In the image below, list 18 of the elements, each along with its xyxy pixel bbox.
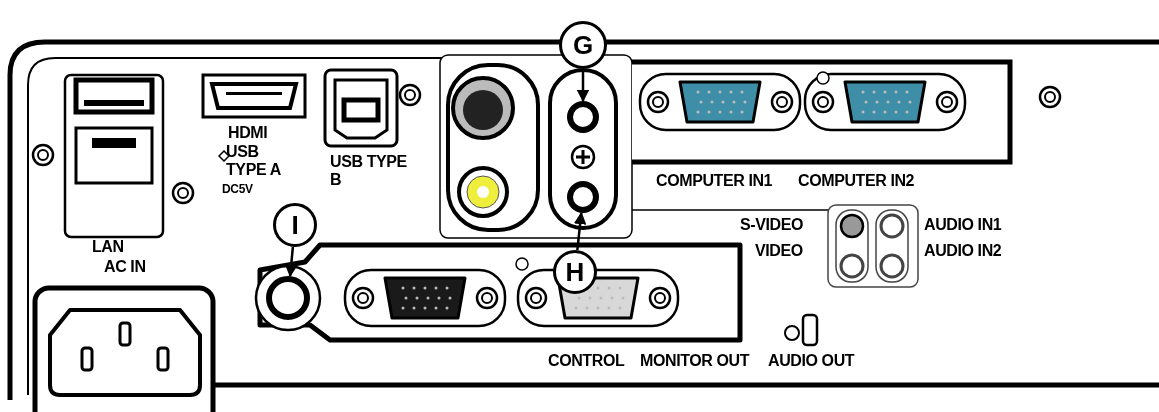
port-label: AC IN: [104, 258, 146, 276]
port-label: AUDIO IN2: [924, 242, 1002, 260]
port-label: AUDIO IN1: [924, 216, 1002, 234]
port-label: COMPUTER IN2: [798, 172, 915, 190]
port-label: USB TYPE B: [330, 153, 408, 189]
callout-pointer: [576, 69, 590, 103]
port-label: S-VIDEO: [740, 216, 803, 234]
port-label: CONTROL: [548, 352, 625, 370]
port-label: AUDIO OUT: [768, 352, 855, 370]
port-label: COMPUTER IN1: [656, 172, 773, 190]
callout-pointer: [573, 211, 587, 251]
port-label: USB TYPE A: [226, 143, 282, 179]
port-label: DC5V: [222, 181, 253, 198]
port-label: MONITOR OUT: [640, 352, 750, 370]
port-label: VIDEO: [755, 242, 803, 260]
port-label: LAN: [92, 238, 124, 256]
port-label: HDMI: [228, 124, 268, 142]
callout-pointer: [284, 246, 298, 278]
